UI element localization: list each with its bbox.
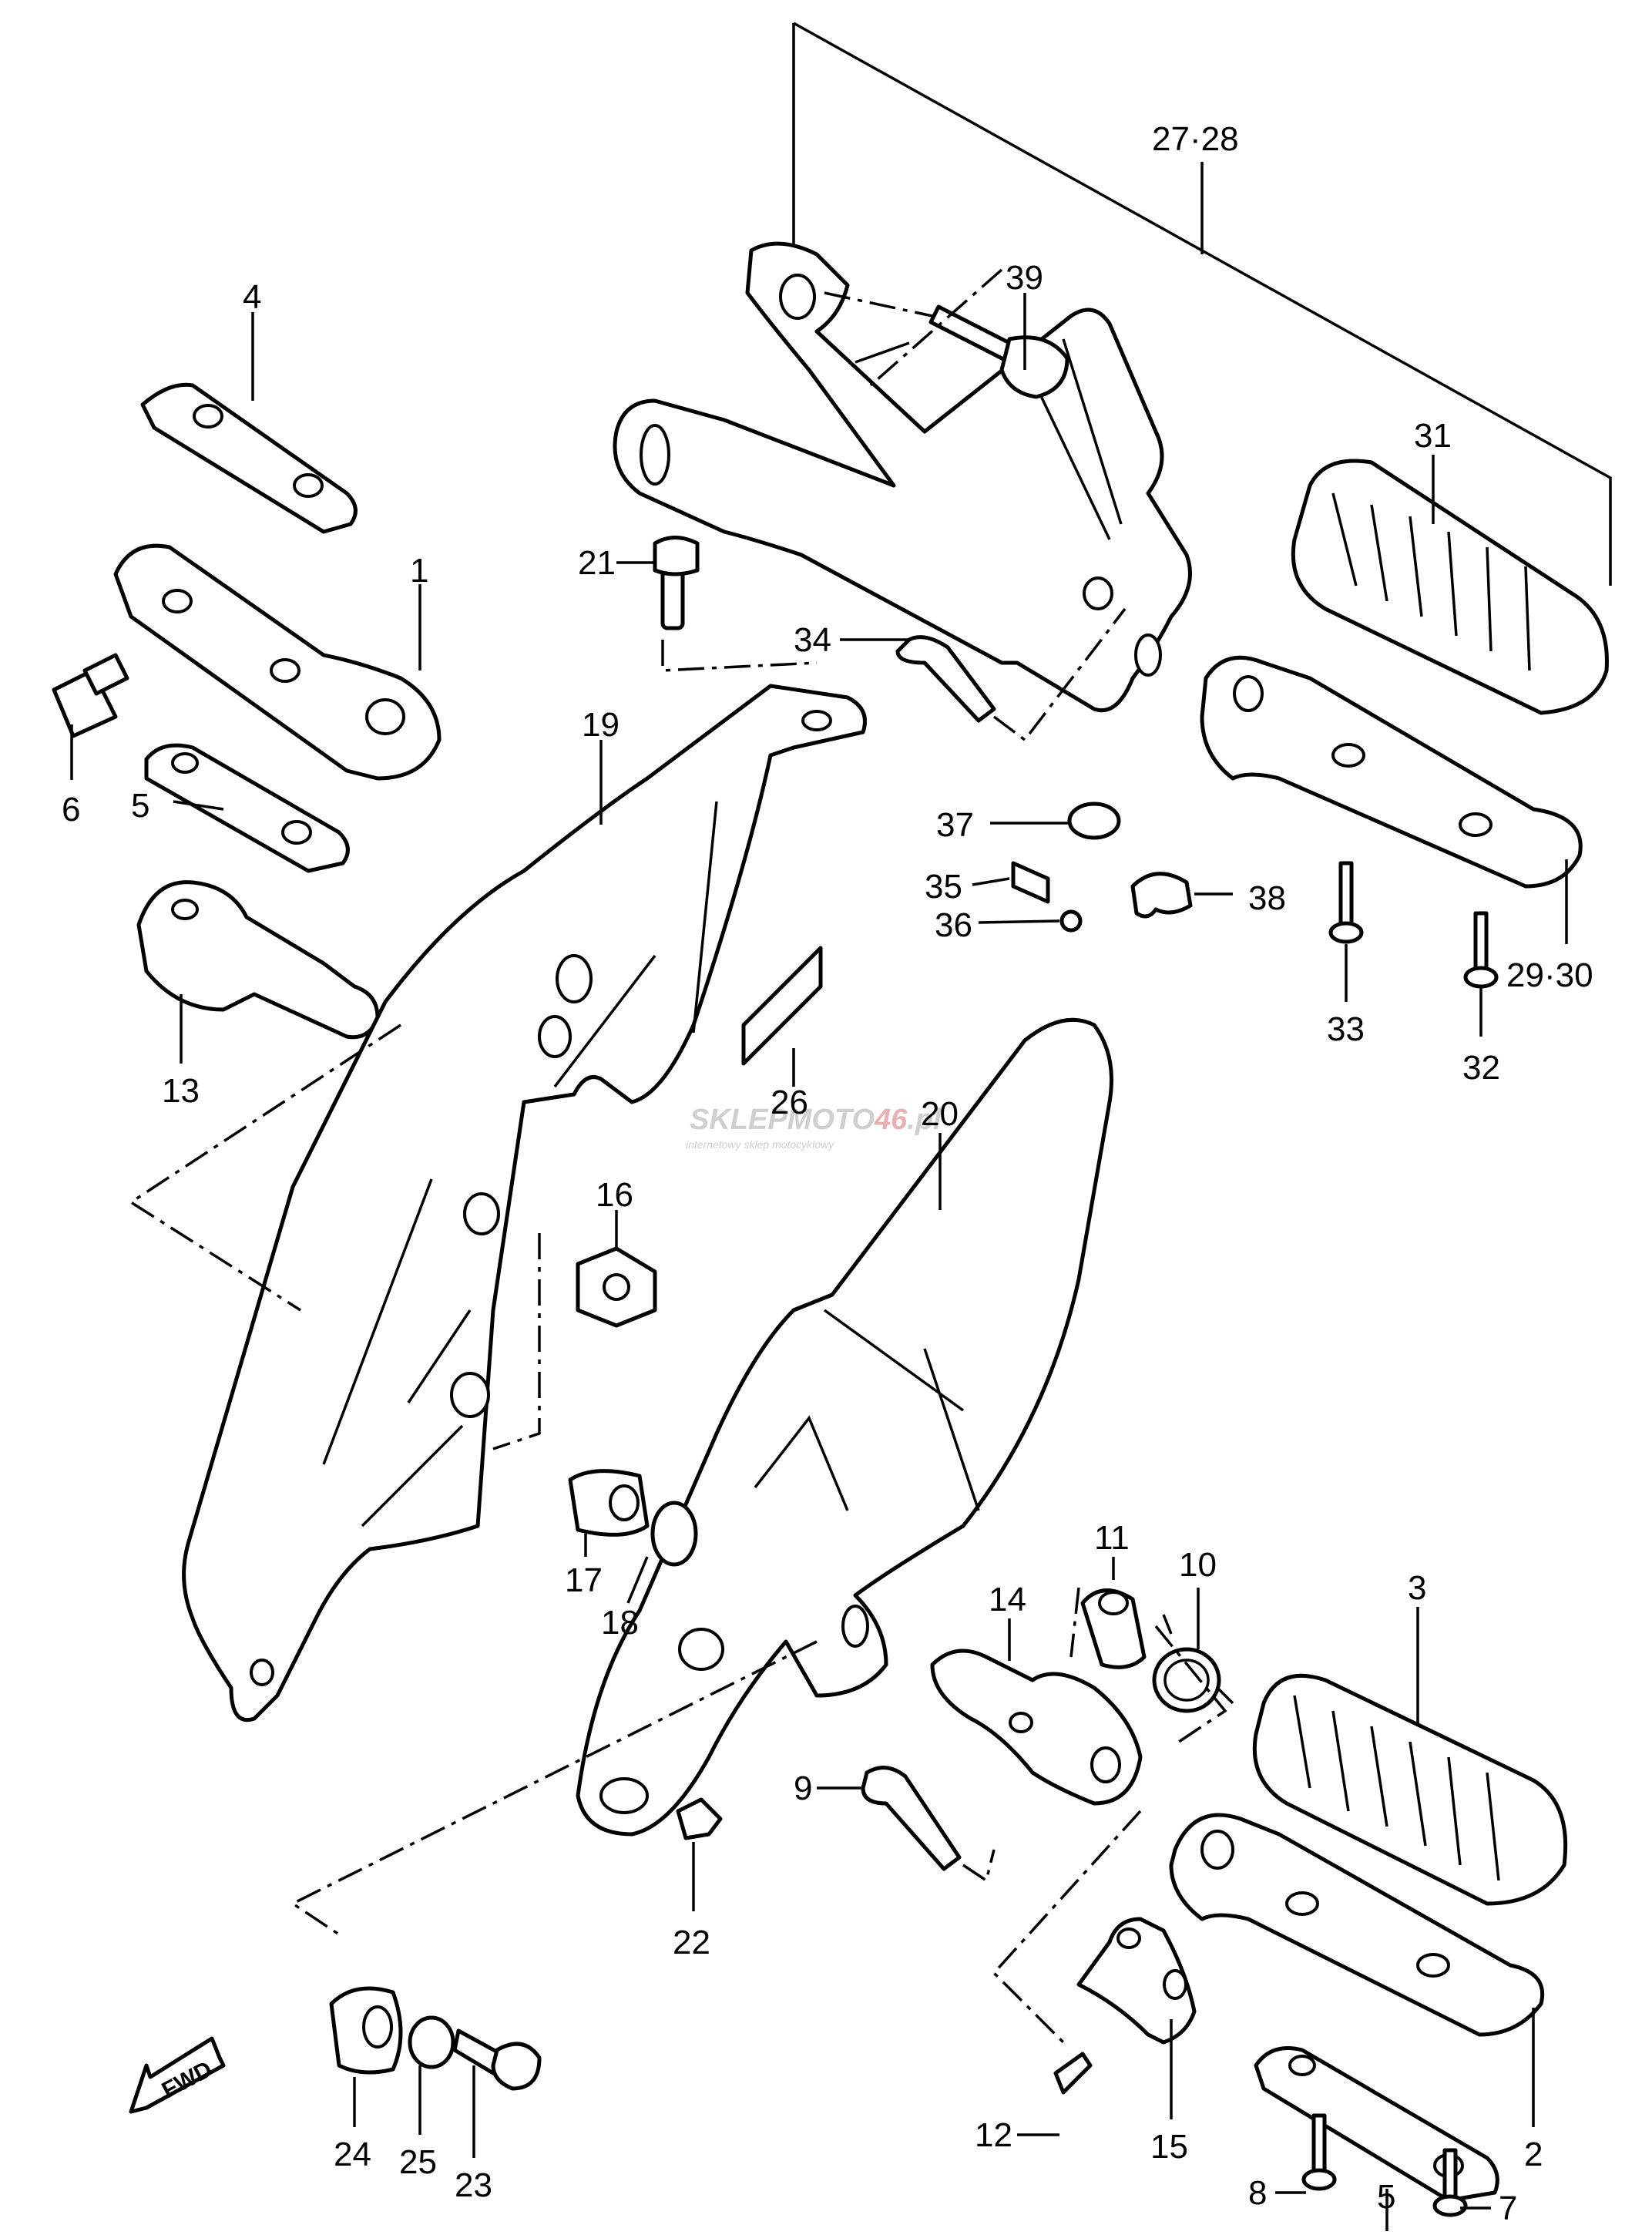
label-p38: 38 <box>1248 879 1286 917</box>
part-15-bracket <box>1076 1917 1197 2045</box>
label-p5b: 5 <box>1377 2178 1395 2216</box>
label-p31: 31 <box>1414 417 1452 455</box>
part-22-nut <box>676 1797 723 1840</box>
label-p36: 36 <box>935 906 972 944</box>
label-p14: 14 <box>989 1581 1026 1618</box>
label-p37: 37 <box>936 806 974 844</box>
label-p22: 22 <box>673 1924 710 1961</box>
leader-lines <box>70 293 1568 2231</box>
label-p3: 3 <box>1408 1569 1426 1607</box>
assembly-dash-lines <box>128 268 1227 2044</box>
part-8-screw <box>1301 2113 1337 2191</box>
part-10-spring <box>1152 1614 1234 1713</box>
label-p16: 16 <box>596 1176 633 1214</box>
part-23-pin <box>452 2028 542 2091</box>
label-p26: 26 <box>771 1084 808 1121</box>
part-24-collar <box>329 1986 403 2075</box>
label-p10: 10 <box>1179 1546 1217 1584</box>
label-p15: 15 <box>1150 2128 1188 2166</box>
part-12-cotter-pin <box>1053 2052 1093 2095</box>
label-p21: 21 <box>578 544 616 582</box>
label-p35: 35 <box>925 868 962 906</box>
part-17-collar <box>568 1469 650 1537</box>
part-38-clip <box>1130 872 1193 919</box>
label-p12: 12 <box>975 2116 1012 2154</box>
label-p27-28: 27·28 <box>1152 120 1239 158</box>
svg-text:internetowy sklep motocyklowy: internetowy sklep motocyklowy <box>686 1138 834 1151</box>
part-35-spring <box>1011 861 1050 904</box>
part-36-ball <box>1059 909 1083 933</box>
part-3-rubber <box>1252 1673 1568 1906</box>
part-25-washer <box>408 2015 455 2069</box>
label-p24: 24 <box>334 2136 371 2173</box>
part-9-pin <box>861 1766 996 1883</box>
label-p1: 1 <box>410 552 428 590</box>
part-5-plate-left <box>144 743 350 873</box>
part-13-pivot <box>136 880 380 1040</box>
label-p20: 20 <box>921 1095 959 1133</box>
label-p34: 34 <box>794 621 831 659</box>
part-6-screw <box>52 653 129 738</box>
label-p7: 7 <box>1499 2190 1517 2227</box>
part-32-screw <box>1463 911 1499 989</box>
label-p25: 25 <box>399 2143 437 2181</box>
part-labels: 4 1 6 5 13 19 21 34 39 27·28 31 37 35 36… <box>62 120 1593 2227</box>
label-p33: 33 <box>1327 1010 1365 1048</box>
part-2-footpeg <box>1169 1813 1545 2037</box>
label-p5a: 5 <box>131 787 149 825</box>
label-p23: 23 <box>455 2166 492 2204</box>
watermark: SKLEPMOTO46.pl internetowy sklep motocyk… <box>686 1104 942 1151</box>
fwd-arrow-icon: FWD <box>129 2036 226 2114</box>
label-p29-30: 29·30 <box>1506 956 1593 994</box>
part-19-front-bracket <box>182 684 867 1722</box>
part-16-nut <box>492 1233 657 1450</box>
assembly-bracket-27-28 <box>792 22 1612 586</box>
part-1-footpeg <box>113 543 442 781</box>
part-33-screw <box>1328 861 1364 944</box>
part-26-label <box>741 946 823 1066</box>
label-p8: 8 <box>1248 2174 1267 2212</box>
label-p11: 11 <box>1094 1519 1130 1557</box>
label-p19: 19 <box>582 706 620 744</box>
part-31-rubber <box>1291 459 1609 715</box>
part-11-collar <box>1080 1588 1147 1669</box>
svg-text:SKLEPMOTO46.pl: SKLEPMOTO46.pl <box>690 1104 942 1136</box>
label-p6: 6 <box>62 791 80 828</box>
part-37-washer <box>1067 802 1121 840</box>
part-39-bolt <box>824 291 1069 399</box>
label-p13: 13 <box>162 1072 200 1110</box>
label-p39: 39 <box>1006 259 1043 297</box>
part-14-pivot <box>930 1649 1143 1806</box>
part-4-plate <box>140 382 358 534</box>
part-34-pin <box>895 607 1127 742</box>
label-p17: 17 <box>565 1561 603 1599</box>
part-21-bolt <box>653 536 818 672</box>
label-p2: 2 <box>1524 2136 1543 2173</box>
part-20-rear-bracket <box>576 1017 1113 1837</box>
part-7-screw <box>1432 2148 1468 2217</box>
label-p18: 18 <box>601 1604 639 1642</box>
label-p4: 4 <box>243 278 261 316</box>
label-p32: 32 <box>1462 1049 1500 1087</box>
label-p9: 9 <box>794 1770 812 1807</box>
part-18-washer <box>650 1501 698 1567</box>
